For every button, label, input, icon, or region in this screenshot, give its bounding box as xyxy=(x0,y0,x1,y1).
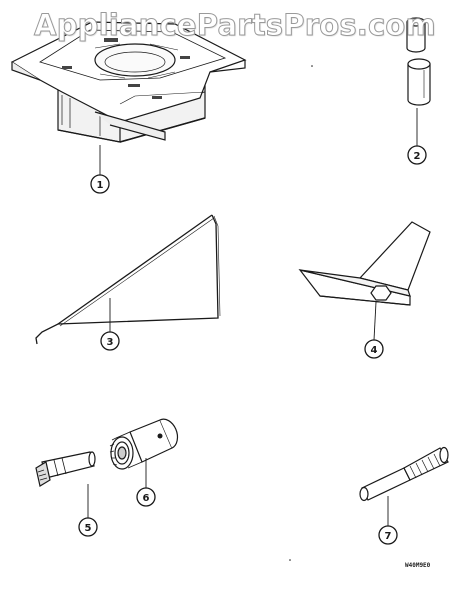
callout-label-7: 7 xyxy=(385,531,392,542)
callout-label-4: 4 xyxy=(371,345,378,356)
sleeve-tubes-icon xyxy=(406,17,431,106)
gauge-plate-icon xyxy=(10,21,247,143)
drive-pin-icon xyxy=(359,446,449,502)
callout-label-5: 5 xyxy=(85,523,92,534)
leader-lines xyxy=(87,108,418,526)
callout-5: 5 xyxy=(78,517,98,537)
callout-label-6: 6 xyxy=(143,493,150,504)
callout-4: 4 xyxy=(364,339,384,359)
wire-hook-tool-icon xyxy=(35,214,221,345)
stray-dot xyxy=(311,65,313,67)
socket-icon xyxy=(109,418,179,470)
callout-label-2: 2 xyxy=(414,151,421,162)
diagram-code: W40M9E0 xyxy=(405,562,431,569)
stray-dot xyxy=(289,559,291,561)
callout-label-1: 1 xyxy=(97,180,104,191)
callout-2: 2 xyxy=(407,145,427,165)
callout-1: 1 xyxy=(90,174,110,194)
callout-3: 3 xyxy=(100,331,120,351)
callout-7: 7 xyxy=(378,525,398,545)
hex-bit-icon xyxy=(35,451,96,487)
bent-wrench-plate-icon xyxy=(298,221,431,306)
callout-6: 6 xyxy=(136,487,156,507)
callout-label-3: 3 xyxy=(107,337,114,348)
